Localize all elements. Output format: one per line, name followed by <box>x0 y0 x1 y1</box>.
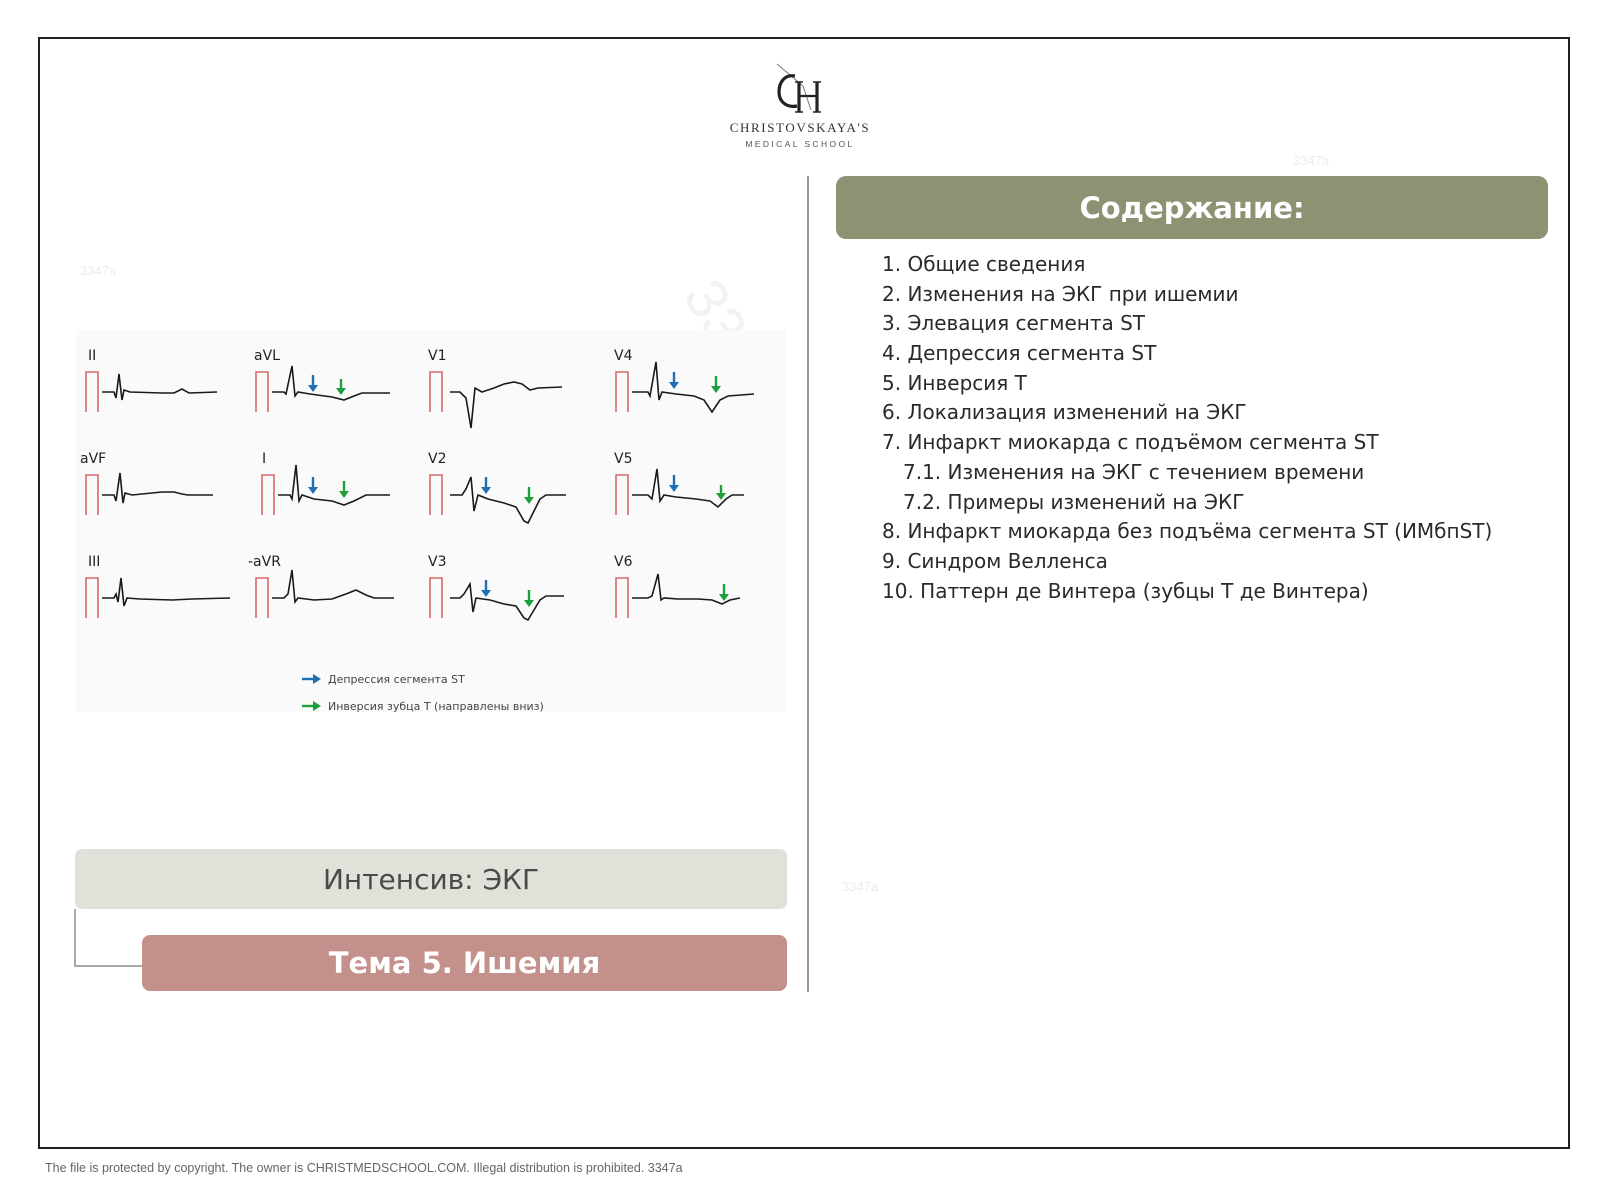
page-frame <box>38 37 1570 1149</box>
lead-label: aVL <box>254 348 280 364</box>
ecg-figure: II aVL V1 V4 <box>76 330 786 712</box>
topic-title: Тема 5. Ишемия <box>142 935 787 991</box>
toc-item[interactable]: 5. Инверсия Т <box>882 369 1492 399</box>
ecg-lead-i: I <box>261 451 390 516</box>
logo-school-subtitle: MEDICAL SCHOOL <box>745 139 855 149</box>
lead-label: V1 <box>428 348 446 364</box>
legend-item-st-depression: Депрессия сегмента ST <box>302 673 465 686</box>
st-depression-arrow-icon <box>481 580 491 597</box>
logo-school-name: CHRISTOVSKAYA'S <box>729 120 871 135</box>
toc-item-label: Примеры изменений на ЭКГ <box>947 489 1245 514</box>
lead-label: aVF <box>80 451 106 467</box>
st-depression-arrow-icon <box>481 477 491 494</box>
ecg-lead-v3: V3 <box>428 554 564 622</box>
st-depression-arrow-icon <box>308 477 318 494</box>
watermark: 3347a <box>1293 153 1330 168</box>
toc-item-number: 4. <box>882 341 902 366</box>
ecg-svg: II aVL V1 V4 <box>80 348 755 712</box>
ch-monogram-icon <box>776 63 821 113</box>
st-depression-arrow-icon <box>308 375 318 392</box>
toc-item[interactable]: 1. Общие сведения <box>882 250 1492 280</box>
watermark: 3347a <box>842 879 879 894</box>
toc-item-label: Инфаркт миокарда с подъёмом сегмента ST <box>907 430 1379 455</box>
t-inversion-arrow-icon <box>524 487 534 504</box>
t-inversion-arrow-icon <box>339 481 349 498</box>
ecg-lead-ii: II <box>85 348 218 413</box>
toc-item[interactable]: 6. Локализация изменений на ЭКГ <box>882 398 1492 428</box>
toc-item-label: Синдром Велленса <box>907 548 1108 573</box>
course-title: Интенсив: ЭКГ <box>75 849 787 909</box>
toc-item-number: 1. <box>882 252 902 276</box>
toc-item[interactable]: 10. Паттерн де Винтера (зубцы Т де Винте… <box>882 577 1492 607</box>
toc-item-label: Локализация изменений на ЭКГ <box>907 400 1247 425</box>
legend-label: Депрессия сегмента ST <box>328 673 465 686</box>
st-depression-arrow-icon <box>669 475 679 492</box>
t-inversion-arrow-icon <box>524 590 534 607</box>
ecg-lead-avr: -aVR <box>248 554 394 619</box>
ecg-lead-avl: aVL <box>254 348 390 413</box>
toc-item-number: 10. <box>882 578 914 603</box>
ecg-lead-v4: V4 <box>614 348 755 414</box>
arrow-right-icon <box>302 674 321 684</box>
toc-item-label: Паттерн де Винтера (зубцы Т де Винтера) <box>920 578 1369 603</box>
toc-item-label: Депрессия сегмента ST <box>907 341 1157 366</box>
toc-item-label: Инверсия Т <box>907 370 1027 395</box>
toc-item[interactable]: 3. Элевация сегмента ST <box>882 309 1492 339</box>
connector-line <box>74 909 144 967</box>
toc-item-number: 7. <box>882 430 902 455</box>
lead-label: V6 <box>614 554 633 570</box>
toc-item-label: Общие сведения <box>907 252 1086 276</box>
ecg-lead-v2: V2 <box>428 451 566 525</box>
t-inversion-arrow-icon <box>336 379 346 395</box>
toc-item-number: 6. <box>882 400 902 425</box>
toc-subitem[interactable]: 7.2. Примеры изменений на ЭКГ <box>882 488 1492 518</box>
lead-label: V5 <box>614 451 632 467</box>
ecg-lead-v5: V5 <box>614 451 744 516</box>
watermark: 3347a <box>80 263 117 278</box>
toc-item-number: 7.2. <box>903 489 942 514</box>
lead-label: V2 <box>428 451 446 467</box>
lead-label: III <box>88 554 100 570</box>
lead-label: V4 <box>614 348 633 364</box>
lead-label: I <box>262 451 266 467</box>
legend-item-t-inversion: Инверсия зубца Т (направлены вниз) <box>302 700 544 712</box>
legend-label: Инверсия зубца Т (направлены вниз) <box>328 700 544 712</box>
toc-item-label: Изменения на ЭКГ при ишемии <box>907 281 1239 306</box>
toc-item-label: Элевация сегмента ST <box>907 311 1146 336</box>
copyright-footer: The file is protected by copyright. The … <box>45 1161 683 1175</box>
toc-item-number: 8. <box>882 519 902 544</box>
toc-item-number: 9. <box>882 548 902 573</box>
toc-item-number: 5. <box>882 370 902 395</box>
t-inversion-arrow-icon <box>716 485 726 500</box>
toc-item-number: 3. <box>882 311 902 336</box>
lead-label: -aVR <box>248 554 281 570</box>
toc-item-label: Изменения на ЭКГ с течением времени <box>947 459 1365 484</box>
school-logo: CHRISTOVSKAYA'S MEDICAL SCHOOL <box>700 62 900 149</box>
toc-item[interactable]: 4. Депрессия сегмента ST <box>882 339 1492 369</box>
ecg-lead-v1: V1 <box>428 348 563 429</box>
arrow-right-icon <box>302 701 321 711</box>
toc-item-number: 7.1. <box>903 459 942 484</box>
toc-item-label: Инфаркт миокарда без подъёма сегмента ST… <box>907 519 1493 544</box>
toc-item[interactable]: 8. Инфаркт миокарда без подъёма сегмента… <box>882 517 1492 547</box>
toc-header: Содержание: <box>836 176 1548 239</box>
ecg-lead-avf: aVF <box>80 451 213 516</box>
t-inversion-arrow-icon <box>711 376 721 393</box>
column-divider <box>807 176 809 992</box>
toc-item[interactable]: 2. Изменения на ЭКГ при ишемии <box>882 280 1492 310</box>
lead-label: V3 <box>428 554 446 570</box>
toc-item[interactable]: 9. Синдром Велленса <box>882 547 1492 577</box>
lead-label: II <box>88 348 96 364</box>
ecg-lead-iii: III <box>85 554 231 619</box>
ecg-lead-v6: V6 <box>614 554 741 619</box>
st-depression-arrow-icon <box>669 372 679 389</box>
toc-subitem[interactable]: 7.1. Изменения на ЭКГ с течением времени <box>882 458 1492 488</box>
toc-item-number: 2. <box>882 281 902 306</box>
t-inversion-arrow-icon <box>719 584 729 601</box>
toc-item[interactable]: 7. Инфаркт миокарда с подъёмом сегмента … <box>882 428 1492 458</box>
